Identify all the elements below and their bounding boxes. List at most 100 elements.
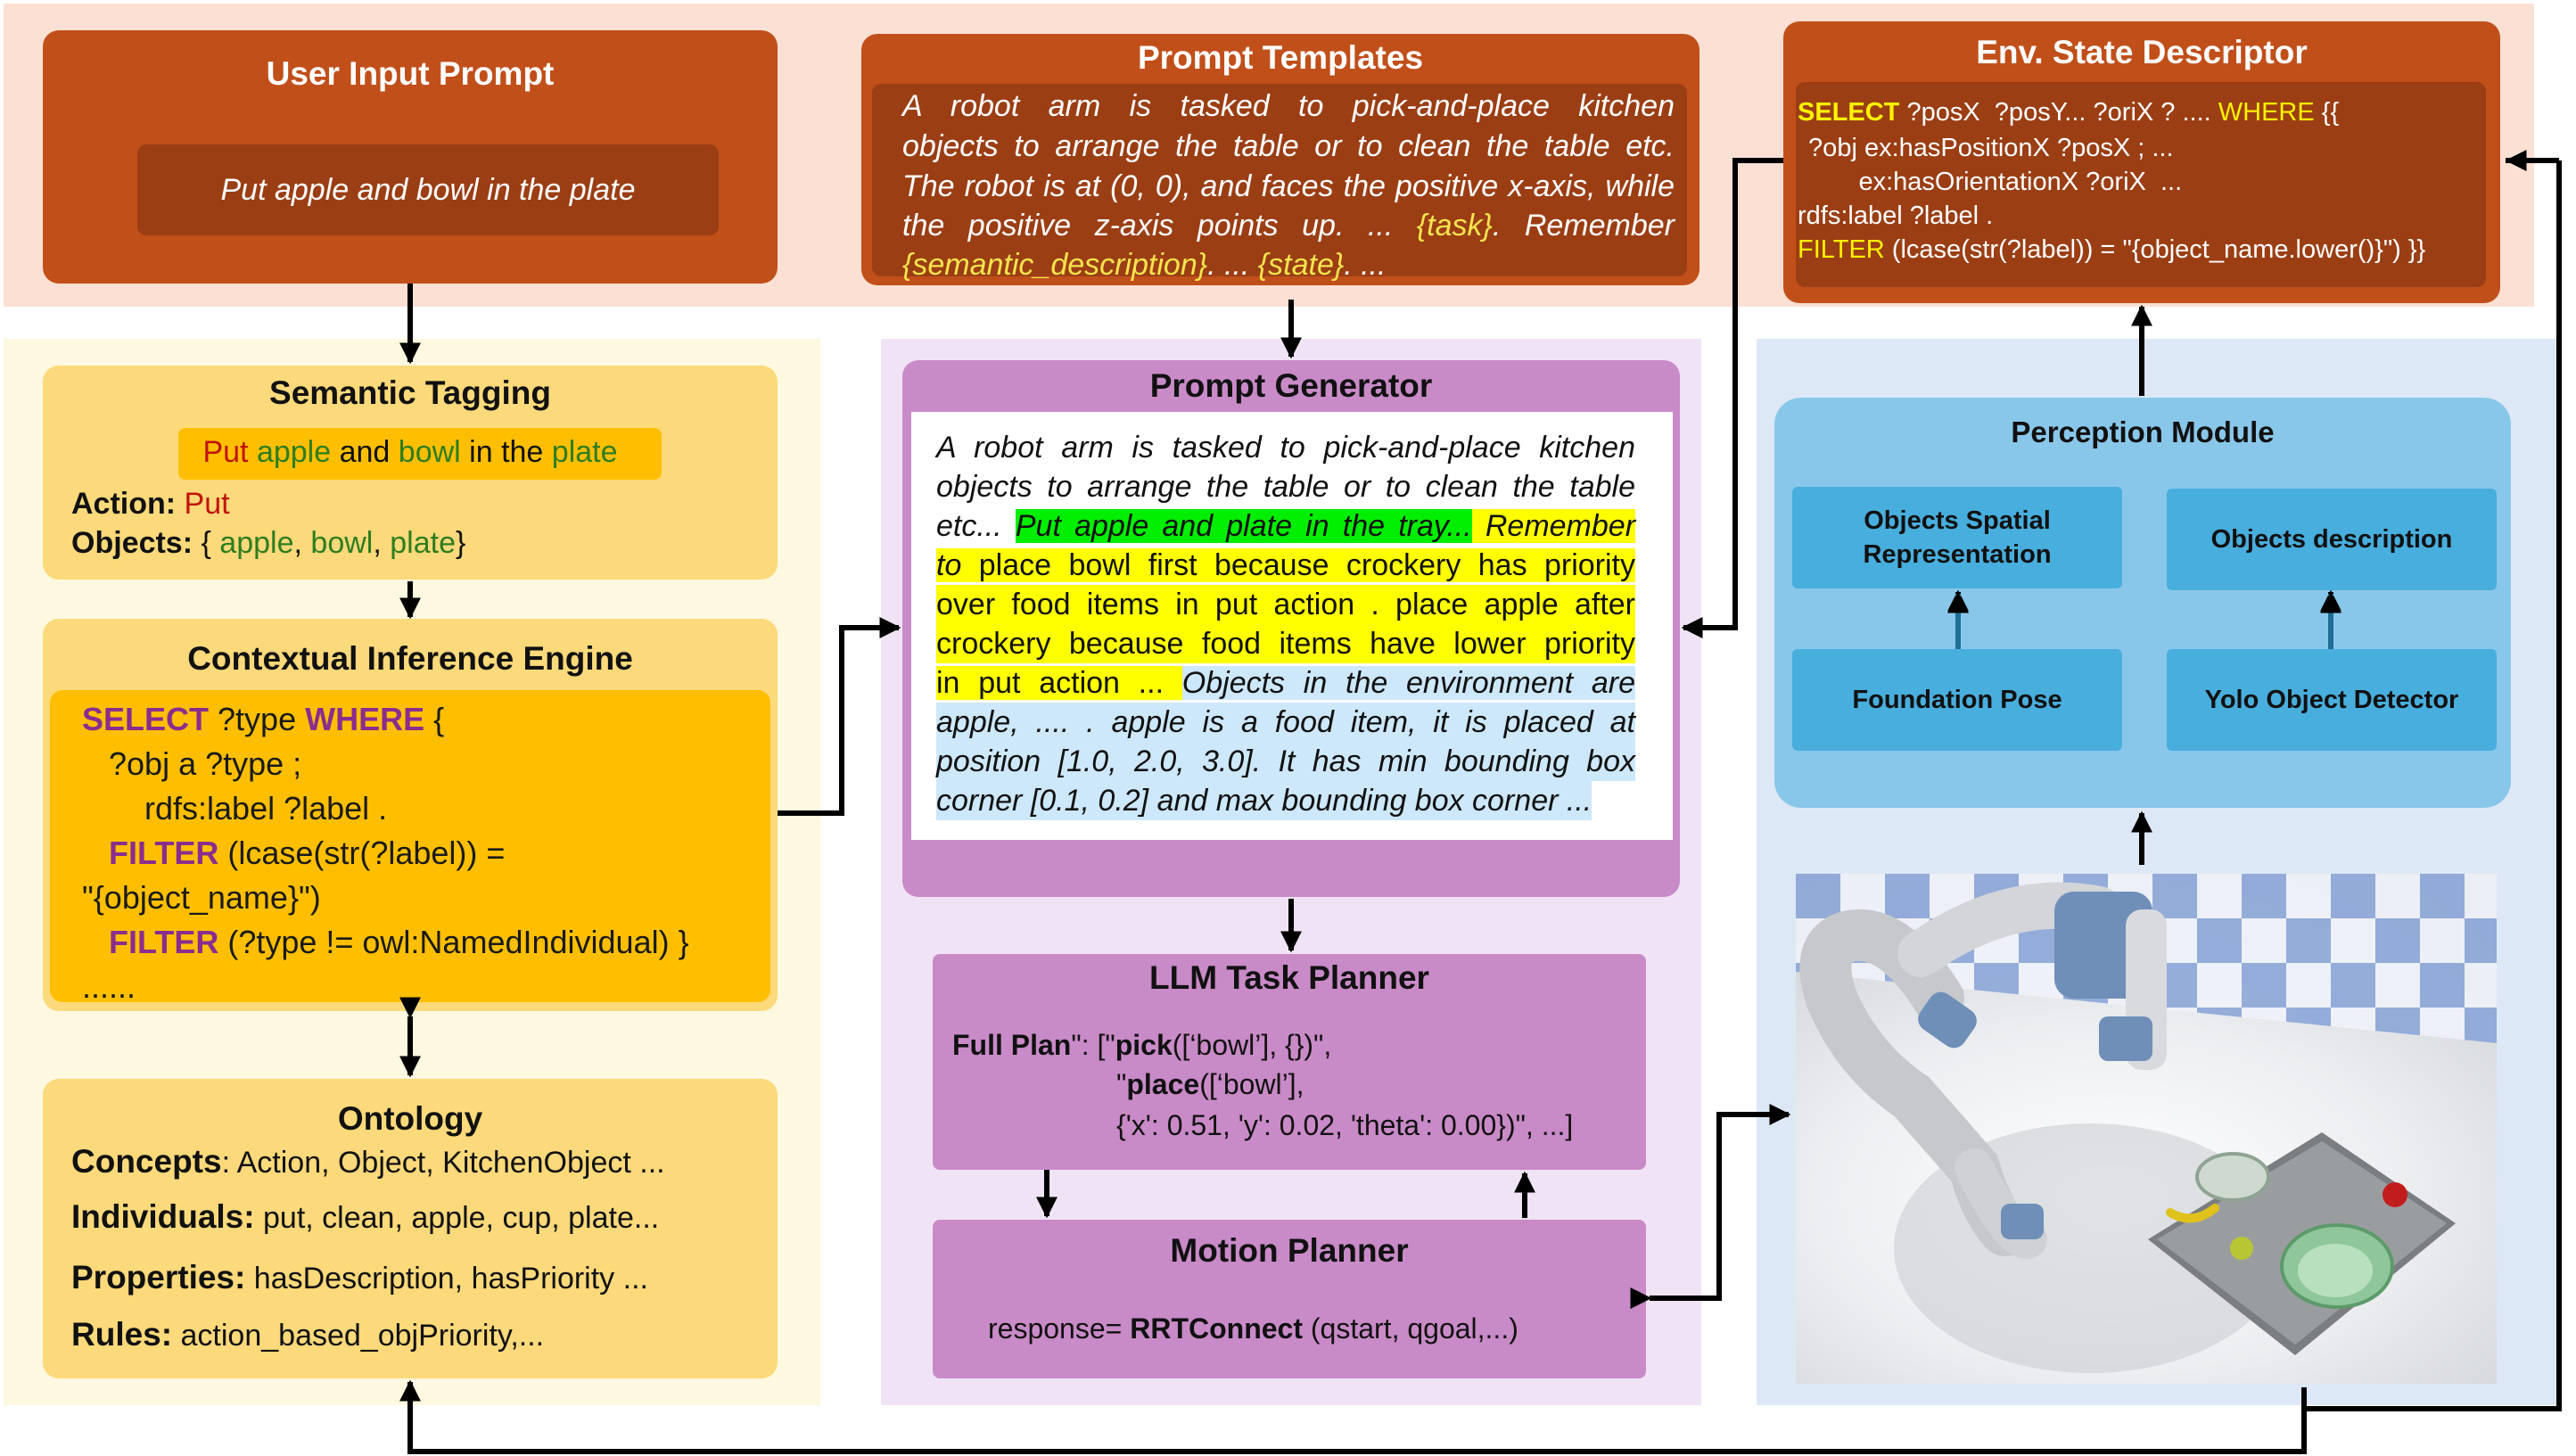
tagged-object: bowl [398,435,461,469]
query-text: (lcase(str(?label)) = "{object_name.lowe… [1884,235,2426,264]
perception-module-box: Perception Module Objects Spatial Repres… [1774,398,2511,808]
robot-base-collar [2099,1016,2152,1061]
ontology-row-value: hasDescription, hasPriority ... [245,1262,648,1296]
prompt-segment: etc... [936,509,1016,543]
sparql-text: "{object_name}") [82,879,321,916]
tagged-word: in the [460,435,552,469]
objects-separator: , [373,526,391,560]
yolo-object-detector: Yolo Object Detector [2167,649,2497,751]
sparql-keyword: SELECT [82,701,210,737]
generated-prompt-line: crockery because food items have lower p… [936,624,1635,663]
prompt-template-line: objects to arrange the table or to clean… [902,129,1675,164]
ontology-row: Properties: hasDescription, hasPriority … [71,1259,648,1296]
objects-separator: , [293,526,311,560]
prompt-segment: Objects in the environment are [1181,666,1635,700]
ontology-row-value: action_based_objPriority,... [172,1319,545,1353]
sparql-text: { [424,701,445,737]
env-state-query-panel [1796,82,2486,287]
prompt-template-line: The robot is at (0, 0), and faces the po… [902,169,1675,204]
prompt-templates-title: Prompt Templates [1137,39,1424,76]
sparql-line: "{object_name}") [82,879,321,917]
query-text: ?posX ?posY... ?oriX ? .... [1899,98,2218,127]
template-text: . ... [1344,248,1387,282]
plan-line-1: Full Plan": ["pick([‘bowl’], {})", [952,1029,1331,1062]
plate [2195,1152,2270,1202]
prompt-segment: over food items in put action . place ap… [936,588,1635,621]
sparql-keyword: FILTER [109,835,219,871]
sparql-query-panel [50,690,770,1002]
arrow-env-to-generator [1681,158,1783,638]
ontology-row: Concepts: Action, Object, KitchenObject … [71,1143,665,1180]
sparql-line: ...... [82,968,136,1006]
env-query-line: rdfs:label ?label . [1798,202,1993,231]
arrow-feedback-right [2304,160,2562,1411]
contextual-inference-engine-title: Contextual Inference Engine [187,640,633,677]
plan-token: pick [1115,1029,1173,1061]
arrow-feedback-to-ontology [399,1379,2307,1454]
generated-prompt-line: corner [0.1, 0.2] and max bounding box c… [936,781,1593,820]
prompt-segment: apple, .... . apple is a food item, it i… [936,705,1635,739]
user-input-prompt-box: User Input Prompt Put apple and bowl in … [43,30,778,284]
motion-planner-title: Motion Planner [1170,1232,1409,1269]
tagged-word: and [331,435,399,469]
generated-prompt-line: in put action ... Objects in the environ… [936,663,1635,703]
objects-open-brace: { [193,526,220,560]
prompt-generator-title: Prompt Generator [1149,367,1433,404]
semantic-tagging-box: Semantic Tagging Put apple and bowl in t… [43,366,778,580]
ontology-row-value: put, clean, apple, cup, plate... [254,1201,660,1235]
template-placeholder: {task} [1416,209,1493,243]
sparql-line: ?obj a ?type ; [82,745,301,783]
user-prompt-field: Put apple and bowl in the plate [137,144,719,235]
ontology-row: Rules: action_based_objPriority,... [71,1316,544,1353]
action-label: Action: [71,487,177,521]
ontology-row-label: Concepts [71,1143,222,1180]
sparql-line: rdfs:label ?label . [82,790,387,827]
rrtconnect-args: (qstart, qgoal,...) [1302,1312,1518,1345]
prompt-segment: Remember [1471,509,1636,543]
arrow-inference-to-generator [778,617,901,816]
prompt-segment: position [1.0, 2.0, 3.0]. It has min bou… [936,744,1635,778]
action-value: Put [184,487,230,521]
prompt-segment: to [936,548,962,582]
tagged-action: Put [202,435,257,469]
motion-planner-call: response= RRTConnect (qstart, qgoal,...) [988,1312,1518,1345]
objects-description: Objects description [2167,489,2497,590]
user-prompt-text: Put apple and bowl in the plate [220,172,636,207]
prompt-segment: objects to arrange the table or to clean… [936,470,1635,504]
tagged-sentence-badge [178,428,662,480]
env-query-line: ?obj ex:hasPositionX ?posX ; ... [1801,134,2173,163]
user-input-prompt-title: User Input Prompt [266,55,555,92]
prompt-template-text-panel [872,84,1687,276]
sparql-line: SELECT ?type WHERE { [82,701,444,738]
apple [2383,1182,2407,1207]
env-query-line: FILTER (lcase(str(?label)) = "{object_na… [1798,235,2425,265]
rrtconnect-label: RRTConnect [1130,1312,1303,1345]
motion-planner-box: Motion Planner response= RRTConnect (qst… [933,1220,1646,1378]
template-text: objects to arrange the table or to clean… [902,129,1675,163]
plan-line-2: "place([‘bowl’], [1116,1068,1304,1101]
generated-prompt-line: position [1.0, 2.0, 3.0]. It has min bou… [936,742,1635,781]
env-query-line: SELECT ?posX ?posY... ?oriX ? .... WHERE… [1798,98,2339,128]
query-keyword: FILTER [1798,235,1885,264]
sparql-line: FILTER (?type != owl:NamedIndividual) } [82,924,689,961]
query-keyword: WHERE [2218,98,2315,127]
query-keyword: SELECT [1798,98,1900,127]
cup [2230,1237,2253,1260]
llm-task-planner-title: LLM Task Planner [1149,959,1429,996]
ontology-row-label: Properties: [71,1259,246,1296]
sparql-text: ?type [209,701,306,737]
action-row: Action: Put [71,487,230,522]
sparql-keyword: FILTER [109,924,219,960]
template-placeholder: {state} [1257,248,1345,282]
env-query-line: ex:hasOrientationX ?oriX ... [1801,168,2182,197]
generated-prompt-line: to place bowl first because crockery has… [936,546,1635,585]
robot-gripper [2001,1204,2044,1239]
object-item: bowl [310,526,374,560]
robot-joint-elbow [1918,991,1977,1049]
template-placeholder: {semantic_description} [902,248,1208,282]
sparql-text: ...... [82,968,136,1005]
ontology-row-label: Individuals: [71,1198,255,1235]
objects-close-brace: } [455,526,466,560]
generated-prompt-line: objects to arrange the table or to clean… [936,467,1635,506]
